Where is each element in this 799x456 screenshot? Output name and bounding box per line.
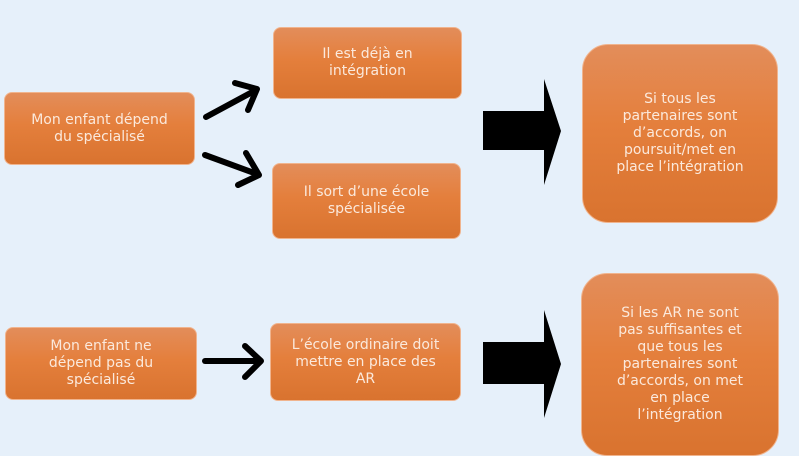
node-label: Si tous les partenaires sont d’accords, …	[616, 91, 744, 175]
node-label: L’école ordinaire doit mettre en place d…	[291, 336, 440, 387]
node-outcome-integration-continue: Si tous les partenaires sont d’accords, …	[582, 44, 778, 223]
node-outcome-integration-setup: Si les AR ne sont pas suffisantes et que…	[581, 273, 779, 456]
node-child-not-depends-specialized: Mon enfant ne dépend pas du spécialisé	[5, 327, 197, 400]
node-label: Mon enfant ne dépend pas du spécialisé	[48, 338, 154, 388]
arrow-down-right-icon	[202, 150, 262, 188]
node-leaves-special-school: Il sort d’une école spécialisée	[272, 163, 461, 239]
arrow-up-right-icon	[203, 80, 260, 120]
arrow-right-icon	[202, 343, 264, 380]
block-arrow-right-icon	[483, 79, 561, 185]
node-already-integrated: Il est déjà en intégration	[273, 27, 462, 99]
node-child-depends-specialized: Mon enfant dépend du spécialisé	[4, 92, 195, 165]
block-arrow-right-icon	[483, 310, 561, 418]
node-ordinary-school-ar: L’école ordinaire doit mettre en place d…	[270, 323, 461, 401]
node-label: Mon enfant dépend du spécialisé	[31, 111, 168, 145]
node-label: Si les AR ne sont pas suffisantes et que…	[616, 305, 744, 423]
node-label: Il est déjà en intégration	[322, 46, 413, 79]
node-label: Il sort d’une école spécialisée	[303, 184, 430, 217]
